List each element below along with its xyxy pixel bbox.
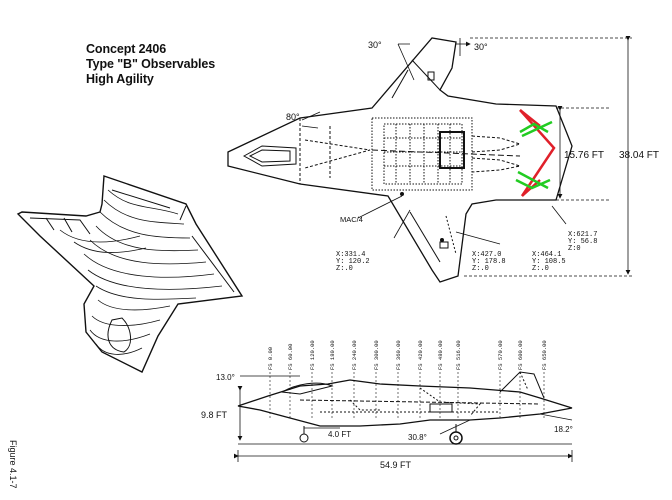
svg-text:FS 480.00: FS 480.00 <box>437 340 444 370</box>
contour-view <box>16 175 244 373</box>
fs-station-labels: FS 0.00 FS 60.00 FS 120.00 FS 180.00 FS … <box>267 340 548 370</box>
angle-right-label: 30° <box>474 42 488 52</box>
contour-lines <box>59 189 223 355</box>
svg-text:X:331.4: X:331.4 <box>336 251 365 259</box>
angle-left-label: 30° <box>368 40 382 50</box>
angle-nose-label: 80° <box>286 112 300 122</box>
green-mark-upper <box>519 122 549 134</box>
svg-text:FS 60.00: FS 60.00 <box>287 344 294 370</box>
internal-structure <box>371 117 473 191</box>
title-concept: Concept 2406 <box>86 42 167 56</box>
contour-outline <box>16 175 244 373</box>
coord-block-b: X:427.0 Y: 178.8 Z:.0 <box>472 251 506 273</box>
svg-text:FS 570.00: FS 570.00 <box>497 340 504 370</box>
svg-text:FS 300.00: FS 300.00 <box>373 340 380 370</box>
svg-text:FS 650.00: FS 650.00 <box>541 340 548 370</box>
svg-text:FS 180.00: FS 180.00 <box>329 340 336 370</box>
side-view <box>234 371 573 462</box>
coord-block-d: X:621.7 Y: 56.8 Z:0 <box>568 231 597 253</box>
main-gear <box>449 431 463 445</box>
svg-text:Y: 56.8: Y: 56.8 <box>568 238 597 246</box>
green-mark-lower <box>515 178 551 190</box>
svg-text:FS 516.00: FS 516.00 <box>455 340 462 370</box>
svg-text:Y: 108.5: Y: 108.5 <box>532 258 566 266</box>
svg-text:X:427.0: X:427.0 <box>472 251 501 259</box>
svg-text:FS 420.00: FS 420.00 <box>417 340 424 370</box>
svg-text:Y: 178.8: Y: 178.8 <box>472 258 506 266</box>
mac-label: MAC/4 <box>340 215 363 224</box>
side-fuselage <box>237 379 573 427</box>
planform-view <box>227 37 573 283</box>
title-observables: Type "B" Observables <box>86 57 216 71</box>
svg-text:Z:.0: Z:.0 <box>336 265 353 273</box>
observable-marks <box>515 109 556 197</box>
planform-dimensions <box>301 36 632 277</box>
svg-text:FS 0.00: FS 0.00 <box>267 347 274 370</box>
svg-text:Z:.0: Z:.0 <box>532 265 549 273</box>
coord-block-a: X:331.4 Y: 120.2 Z:.0 <box>336 251 370 273</box>
span-inner-label: 15.76 FT <box>564 150 604 161</box>
planform-outline <box>227 37 573 283</box>
tail-up-angle-label: 18.2° <box>554 425 573 434</box>
span-outer-label: 38.04 FT <box>619 150 659 161</box>
svg-text:X:621.7: X:621.7 <box>568 231 597 239</box>
tail-angle-label: 30.8° <box>408 433 427 442</box>
nose-gear <box>299 433 309 443</box>
svg-text:Z:0: Z:0 <box>568 245 581 253</box>
angle-top-label: 13.0° <box>216 373 235 382</box>
svg-text:FS 120.00: FS 120.00 <box>309 340 316 370</box>
svg-text:FS 240.00: FS 240.00 <box>351 340 358 370</box>
gear-dim-label: 4.0 FT <box>328 430 351 439</box>
figure-label: Figure 4.1-7 <box>8 440 18 489</box>
svg-text:FS 360.00: FS 360.00 <box>395 340 402 370</box>
svg-text:Y: 120.2: Y: 120.2 <box>336 258 370 266</box>
svg-text:FS 600.00: FS 600.00 <box>517 340 524 370</box>
title-agility: High Agility <box>86 72 154 86</box>
canopy <box>242 145 297 167</box>
svg-text:Z:.0: Z:.0 <box>472 265 489 273</box>
coord-block-c: X:464.1 Y: 108.5 Z:.0 <box>532 251 566 273</box>
svg-text:X:464.1: X:464.1 <box>532 251 561 259</box>
length-label: 54.9 FT <box>380 460 412 470</box>
height-label: 9.8 FT <box>201 410 228 420</box>
